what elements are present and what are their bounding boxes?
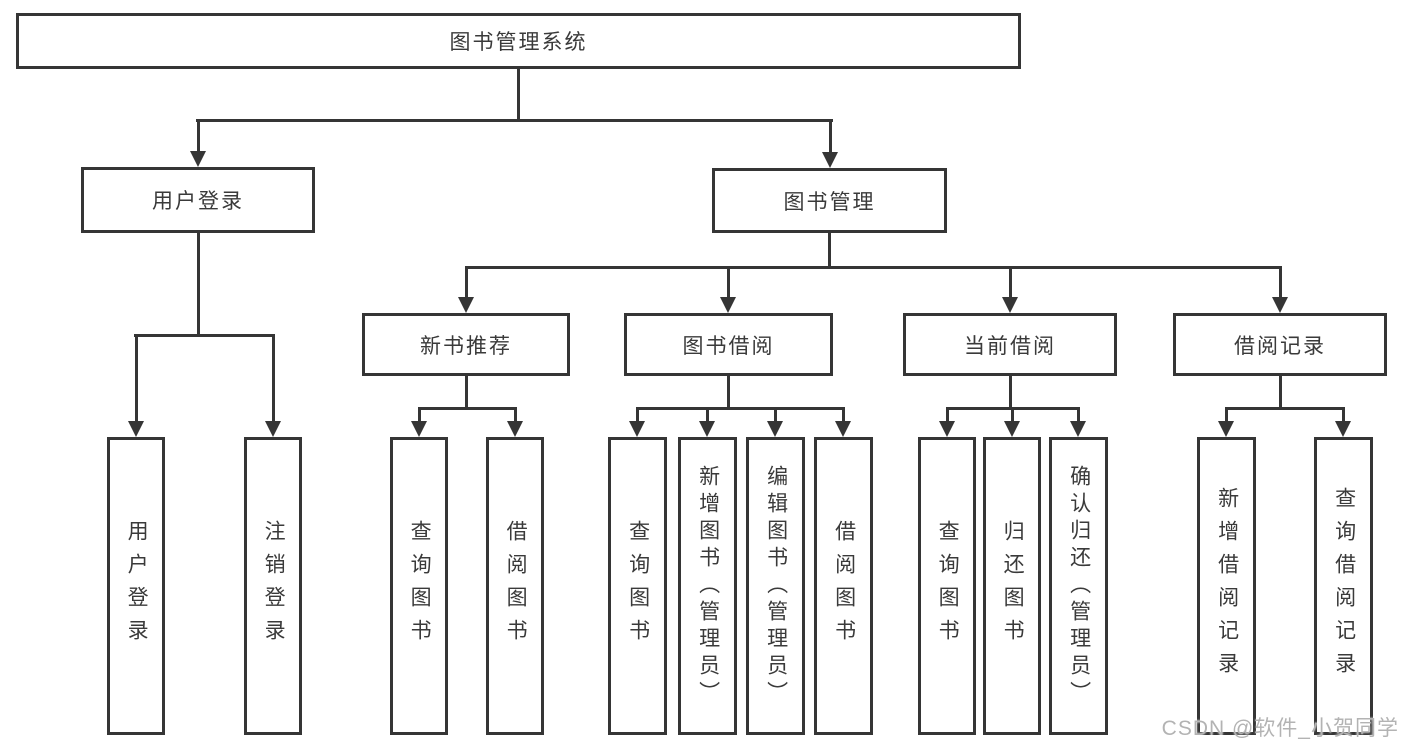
leaf-add-borrow-record: 新增借阅记录	[1197, 437, 1256, 735]
connector-line	[196, 119, 833, 122]
leaf-add-borrow-record-label: 新增借阅记录	[1215, 487, 1239, 685]
leaf-query-books-1-label: 查询图书	[408, 520, 432, 652]
leaf-add-book-admin-label: 新增图书（管理员）	[696, 464, 720, 708]
connector-line	[1279, 376, 1282, 409]
node-book-borrow: 图书借阅	[624, 313, 833, 376]
leaf-add-book-admin: 新增图书（管理员）	[678, 437, 737, 735]
leaf-edit-book-admin: 编辑图书（管理员）	[746, 437, 805, 735]
node-new-book-recommend: 新书推荐	[362, 313, 570, 376]
leaf-query-books-2-label: 查询图书	[626, 520, 650, 652]
node-new-book-recommend-label: 新书推荐	[420, 334, 512, 358]
connector-line	[465, 266, 1282, 269]
leaf-query-borrow-record-label: 查询借阅记录	[1332, 487, 1356, 685]
node-user-login: 用户登录	[81, 167, 315, 233]
node-root-label: 图书管理系统	[449, 31, 588, 54]
leaf-query-books-3: 查询图书	[918, 437, 976, 735]
leaf-return-book: 归还图书	[983, 437, 1041, 735]
leaf-query-books-2: 查询图书	[608, 437, 667, 735]
node-borrow-records: 借阅记录	[1173, 313, 1387, 376]
connector-line	[828, 233, 831, 268]
leaf-query-books-3-label: 查询图书	[936, 520, 960, 652]
leaf-borrow-books-1: 借阅图书	[486, 437, 544, 735]
node-book-borrow-label: 图书借阅	[682, 334, 775, 358]
leaf-logout: 注销登录	[244, 437, 302, 735]
connector-line	[1009, 376, 1012, 409]
leaf-user-login-label: 用户登录	[125, 520, 149, 652]
node-borrow-records-label: 借阅记录	[1234, 334, 1326, 358]
connector-line	[197, 233, 200, 336]
leaf-edit-book-admin-label: 编辑图书（管理员）	[764, 464, 788, 708]
node-root: 图书管理系统	[16, 13, 1021, 69]
leaf-query-books-1: 查询图书	[390, 437, 448, 735]
leaf-return-book-label: 归还图书	[1001, 520, 1025, 652]
leaf-logout-label: 注销登录	[262, 520, 286, 652]
node-current-borrow: 当前借阅	[903, 313, 1117, 376]
leaf-confirm-return-admin-label: 确认归还（管理员）	[1067, 464, 1091, 708]
connector-line	[727, 376, 730, 409]
node-book-management: 图书管理	[712, 168, 947, 233]
connector-line	[517, 68, 520, 121]
leaf-confirm-return-admin: 确认归还（管理员）	[1049, 437, 1108, 735]
node-current-borrow-label: 当前借阅	[964, 334, 1056, 358]
leaf-borrow-books-2: 借阅图书	[814, 437, 873, 735]
leaf-user-login: 用户登录	[107, 437, 165, 735]
connector-line	[1225, 407, 1345, 410]
node-book-management-label: 图书管理	[783, 190, 876, 214]
leaf-query-borrow-record: 查询借阅记录	[1314, 437, 1373, 735]
connector-line	[946, 407, 1080, 410]
csdn-watermark: CSDN @软件_小贺同学	[1161, 717, 1399, 740]
leaf-borrow-books-1-label: 借阅图书	[504, 520, 528, 652]
connector-line	[636, 407, 845, 410]
leaf-borrow-books-2-label: 借阅图书	[832, 520, 856, 652]
connector-line	[134, 334, 275, 337]
connector-line	[418, 407, 517, 410]
node-user-login-label: 用户登录	[152, 190, 244, 213]
connector-line	[465, 376, 468, 409]
